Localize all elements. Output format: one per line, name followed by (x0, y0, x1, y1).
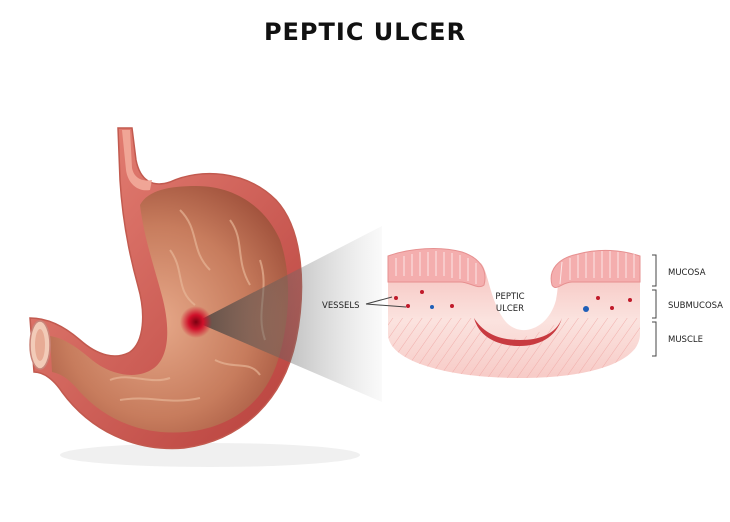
vessel-red (596, 296, 600, 300)
layer-brackets (652, 254, 657, 357)
ulcer-crater (474, 318, 562, 346)
peptic-ulcer-label-line2: ULCER (496, 304, 524, 314)
diagram-title: PEPTIC ULCER (263, 18, 467, 46)
mucosa-villi-left (387, 248, 486, 288)
vessel-blue (583, 306, 589, 312)
vessel-red (394, 296, 398, 300)
stomach-folds (109, 209, 266, 402)
layer-label-muscle: MUSCLE (668, 335, 703, 345)
peptic-ulcer-label-line1: PEPTIC (495, 292, 524, 302)
vessel-red (450, 304, 454, 308)
duodenum (29, 320, 51, 370)
layer-label-mucosa: MUCOSA (668, 268, 706, 278)
vessels-label: VESSELS (322, 301, 359, 311)
vessel-red (420, 290, 424, 294)
vessel-red (628, 298, 632, 302)
zoom-cone (196, 226, 382, 402)
vessel-red (610, 306, 614, 310)
vessel-blue (430, 305, 434, 309)
bracket-muscle (652, 321, 657, 357)
ulcer-spot (180, 306, 212, 338)
vessels-pointer (365, 296, 407, 308)
esophagus (122, 130, 152, 191)
villi-texture (395, 251, 635, 285)
stomach-inner-cavity (50, 186, 289, 433)
vessels (394, 290, 632, 312)
vessel-red (406, 304, 410, 308)
muscle-layer (388, 318, 640, 378)
stomach-shadow (60, 443, 360, 467)
bracket-mucosa (652, 254, 657, 287)
wall-cross-section (365, 248, 641, 378)
bracket-submucosa (652, 289, 657, 319)
mucosa-villi-right (550, 249, 641, 288)
layer-label-submucosa: SUBMUCOSA (668, 301, 723, 311)
